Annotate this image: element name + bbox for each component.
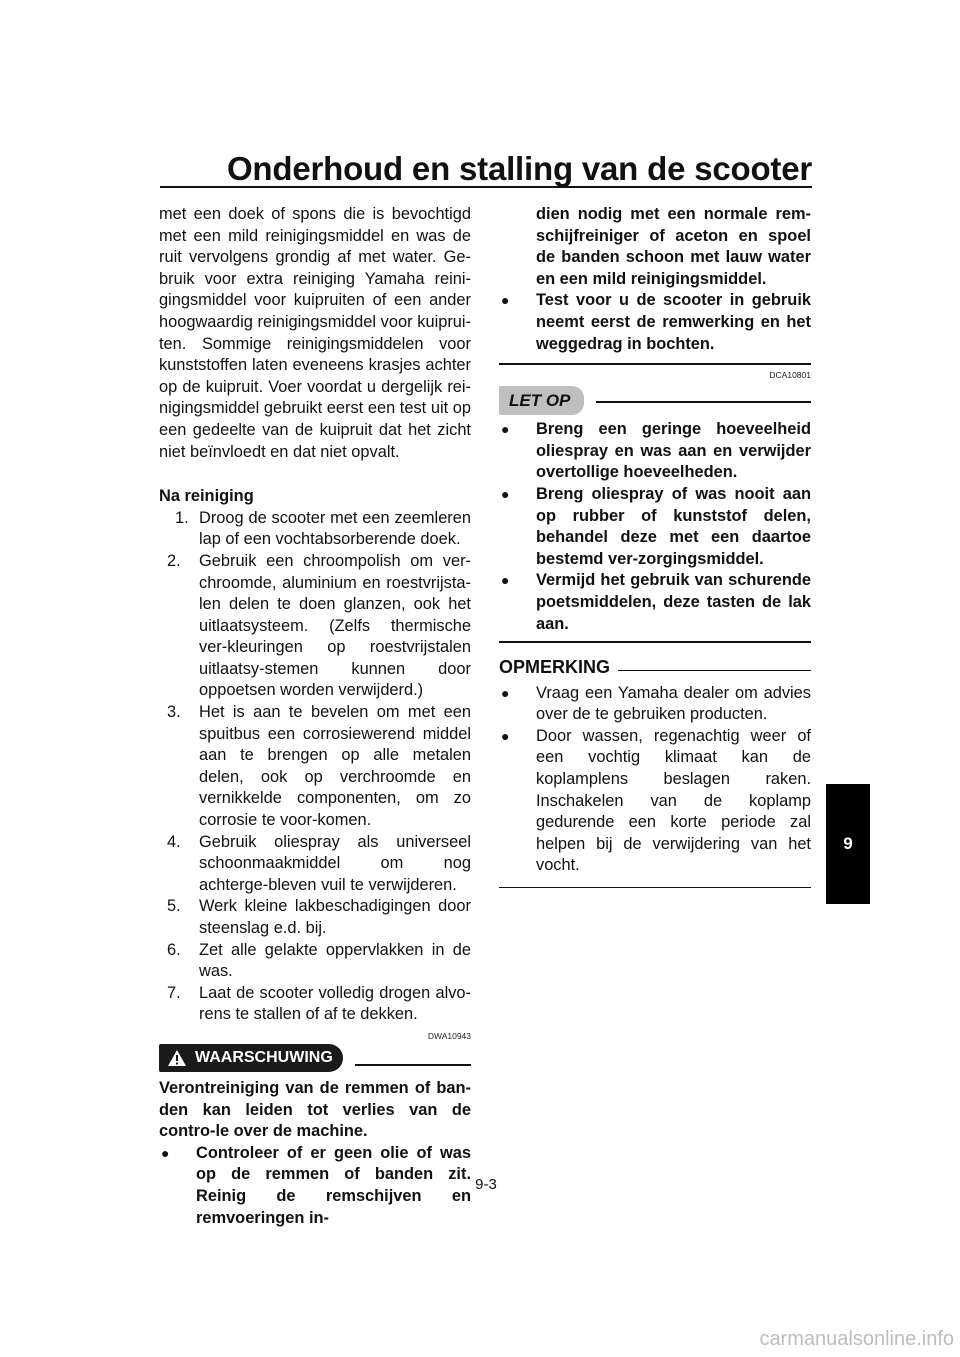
note-end-rule: [499, 887, 811, 889]
warning-code: DWA10943: [427, 1030, 471, 1041]
list-item: ● Door wassen, regenachtig weer of een vo…: [499, 726, 811, 877]
warning-label-box: WAARSCHUWING: [159, 1043, 343, 1072]
step-text: Droog de scooter met een zeemleren lap o…: [199, 508, 471, 549]
caution-banner-line: [596, 401, 811, 404]
intro-paragraph: met een doek of spons die is bevochtigd …: [159, 205, 471, 461]
page-number: 9-3: [475, 1176, 497, 1193]
page-title: Onderhoud en stalling van de scooter: [226, 150, 812, 187]
bullet-icon: ●: [161, 1144, 170, 1161]
step-text: Werk kleine lakbeschadigingen door steen…: [199, 897, 471, 937]
bullet-icon: ●: [501, 727, 510, 744]
caution-label: LET OP: [499, 385, 585, 416]
step-text: Het is aan te bevelen om met een spuitbu…: [199, 703, 471, 830]
warning-text: Verontreiniging van de remmen of ban-den…: [159, 1078, 471, 1141]
warning-banner: WAARSCHUWING: [159, 1043, 471, 1072]
right-column: dien nodig met een normale rem-schijfrei…: [499, 204, 811, 889]
note-bullet-text: Door wassen, regenachtig weer of een voc…: [536, 726, 811, 875]
note-label: OPMERKING: [499, 657, 611, 678]
step-number: 5.: [167, 897, 181, 916]
list-item: ● Vermijd het gebruik van schurende poets…: [499, 570, 811, 635]
note-banner: OPMERKING: [499, 657, 811, 679]
list-item: 7. Laat de scooter volledig drogen alvo-r…: [159, 983, 471, 1026]
list-item: ● Test voor u de scooter in gebruik neemt…: [499, 290, 811, 355]
step-number: 4.: [167, 832, 181, 851]
step-text: Gebruik oliespray als universeel schoonm…: [199, 832, 471, 894]
bullet-icon: ●: [501, 684, 510, 701]
bullet-icon: ●: [501, 485, 510, 502]
step-text: Laat de scooter volledig drogen alvo-ren…: [199, 983, 471, 1024]
step-number: 6.: [167, 940, 181, 959]
caution-bullet-text: Breng een geringe hoeveelheid oliespray …: [536, 420, 811, 482]
note-bullets: ● Vraag een Yamaha dealer om advies over …: [499, 683, 811, 877]
list-item: ● Breng een geringe hoeveelheid oliespray…: [499, 419, 811, 484]
list-item: 2. Gebruik een chroompolish om ver-chroom…: [159, 551, 471, 702]
warning-triangle-icon: [168, 1049, 186, 1066]
note-bullet-text: Vraag een Yamaha dealer om advies over d…: [536, 683, 811, 724]
list-item: 3. Het is aan te bevelen om met een spuit…: [159, 702, 471, 832]
step-number: 7.: [167, 983, 181, 1002]
warning-bullet-text: Test voor u de scooter in gebruik neemt …: [536, 291, 811, 353]
caution-banner: LET OP: [499, 381, 811, 416]
chapter-tab: 9: [826, 784, 870, 904]
list-item: ● Controleer of er geen olie of was op de…: [159, 1143, 471, 1229]
caution-bullet-text: Breng oliespray of was nooit aan op rubb…: [536, 484, 811, 568]
step-number: 2.: [167, 551, 181, 570]
title-rule: [160, 186, 812, 188]
caution-bullets: ● Breng een geringe hoeveelheid oliespray…: [499, 419, 811, 635]
step-text: Gebruik een chroompolish om ver-chroomde…: [199, 551, 471, 700]
left-column: met een doek of spons die is bevochtigd …: [159, 204, 471, 1229]
caution-code: DCA10801: [769, 370, 811, 381]
after-cleaning-steps: 1. Droog de scooter met een zeemleren lap…: [159, 508, 471, 1026]
bullet-icon: ●: [501, 572, 510, 589]
list-item: ● Vraag een Yamaha dealer om advies over …: [499, 683, 811, 726]
warning-banner-line: [354, 1063, 471, 1066]
warning-bullets: ● Controleer of er geen olie of was op de…: [159, 1143, 471, 1229]
list-item: 5. Werk kleine lakbeschadigingen door ste…: [159, 896, 471, 939]
caution-end-rule: [499, 641, 811, 644]
list-item: 6. Zet alle gelakte oppervlakken in de wa…: [159, 940, 471, 983]
warning-bullets-continued: dien nodig met een normale rem-schijfrei…: [499, 204, 811, 355]
caution-bullet-text: Vermijd het gebruik van schurende poetsm…: [536, 571, 811, 633]
after-cleaning-heading: Na reiniging: [159, 487, 254, 506]
step-number: 1.: [175, 508, 189, 527]
list-item: 4. Gebruik oliespray als universeel schoo…: [159, 832, 471, 897]
note-banner-line: [618, 670, 811, 672]
bullet-icon: ●: [501, 292, 510, 309]
watermark: carmanualsonline.info: [759, 1328, 954, 1350]
warning-label: WAARSCHUWING: [195, 1049, 333, 1067]
warning-bullet-text: Controleer of er geen olie of was op de …: [196, 1143, 471, 1227]
list-item: ● Breng oliespray of was nooit aan op rub…: [499, 484, 811, 570]
warning-end-rule: [499, 363, 811, 366]
list-item: 1. Droog de scooter met een zeemleren lap…: [159, 508, 471, 551]
step-number: 3.: [167, 703, 181, 722]
step-text: Zet alle gelakte oppervlakken in de was.: [199, 940, 471, 981]
bullet-icon: ●: [501, 421, 510, 438]
list-item: dien nodig met een normale rem-schijfrei…: [499, 204, 811, 290]
warning-bullet-text: dien nodig met een normale rem-schijfrei…: [536, 205, 811, 288]
